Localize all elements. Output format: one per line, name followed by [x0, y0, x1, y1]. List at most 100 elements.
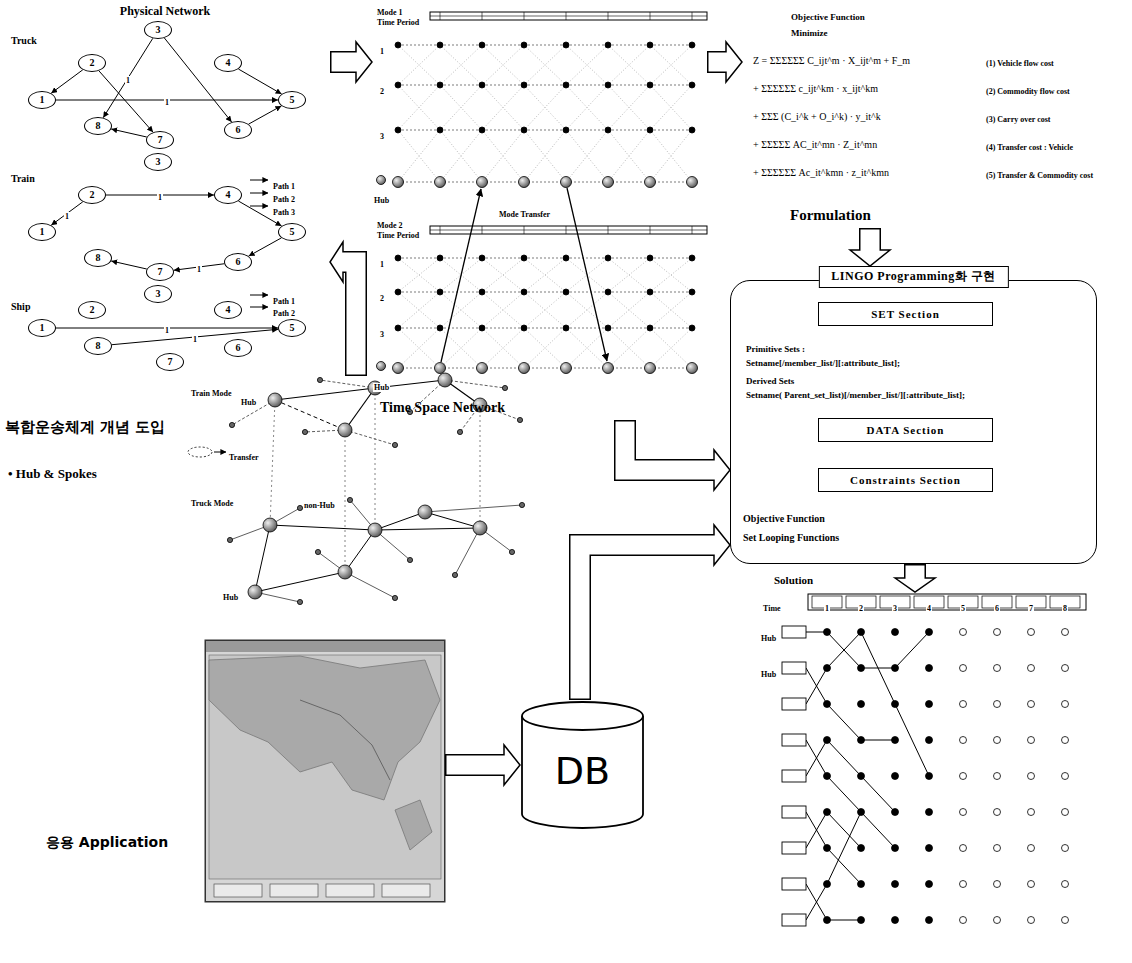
- time-arc: [524, 130, 566, 182]
- network-node: 1: [28, 319, 56, 337]
- time-arc: [524, 182, 566, 183]
- hub-time-node: [477, 363, 488, 374]
- label-holder: (1) Vehicle flow cost: [985, 52, 1055, 70]
- solution-node: [994, 701, 1001, 708]
- connector-group: [330, 42, 372, 82]
- transfer-link: [480, 405, 481, 528]
- solution-node: [1028, 773, 1035, 780]
- network-node: 7: [146, 131, 174, 149]
- hub-node: [368, 523, 382, 537]
- solution-node: [824, 809, 831, 816]
- non-hub-node: [297, 505, 302, 510]
- non-hub-node: [315, 549, 320, 554]
- time-arc: [524, 292, 566, 328]
- solution-node: [926, 629, 933, 636]
- time-node: [479, 289, 485, 295]
- solution-node: [960, 917, 967, 924]
- time-node: [521, 289, 527, 295]
- edge-label-holder: 1: [196, 258, 202, 276]
- solution-node: [824, 737, 831, 744]
- connector-group: [330, 242, 356, 376]
- text-holder: Physical Network: [120, 1, 210, 19]
- non-hub-node: [227, 537, 232, 542]
- time-node: [521, 255, 527, 261]
- network-node: 4: [214, 186, 242, 204]
- edge-label: 1: [64, 212, 70, 221]
- time-arc: [608, 85, 650, 86]
- time-node: [395, 127, 401, 133]
- panel-heading: • Hub & Spokes: [8, 466, 97, 481]
- time-node: [437, 127, 443, 133]
- hub-time-node: [687, 177, 698, 188]
- block-arrow-fill: [625, 422, 717, 471]
- non-hub-node: [407, 557, 412, 562]
- map-land: [209, 656, 440, 800]
- time-arc: [440, 85, 482, 130]
- panel-heading: 복합운송체계 개념 도입: [5, 418, 165, 436]
- text-holder: LINGO Programming화 구현: [818, 266, 1008, 288]
- time-arc: [608, 130, 650, 182]
- solution-node: [858, 665, 865, 672]
- label-holder: Mode Transfer: [498, 203, 551, 221]
- label-holder: Train Mode: [190, 382, 233, 400]
- non-hub-node: [392, 442, 397, 447]
- edge-label-holder: 1: [164, 319, 170, 337]
- label-text: Setname[/member_list/][:attribute_list];: [745, 358, 901, 368]
- node-number: 1: [40, 322, 45, 334]
- label-holder: Train: [10, 168, 36, 186]
- time-arc: [398, 130, 440, 182]
- node-number: 4: [226, 57, 231, 69]
- time-arc: [650, 328, 692, 368]
- solution-node: [1062, 665, 1069, 672]
- time-arc: [650, 45, 692, 46]
- block-arrow-fill: [332, 53, 360, 72]
- time-arc: [650, 85, 692, 130]
- time-arc: [482, 45, 524, 85]
- label-text: Truck Mode: [190, 499, 234, 508]
- period-tick: [692, 226, 693, 234]
- solution-node: [858, 881, 865, 888]
- label-holder: Objective Function: [742, 508, 826, 526]
- label-text: 6: [994, 604, 1000, 613]
- label-text: Path 1: [272, 182, 296, 191]
- label-text: Hub: [373, 383, 390, 392]
- node-number: 6: [236, 342, 241, 354]
- solution-node: [858, 773, 865, 780]
- label-text: 2: [379, 87, 385, 96]
- window-titlebar: [205, 640, 445, 652]
- label-holder: 3: [379, 323, 385, 341]
- label-text: 3: [379, 330, 385, 339]
- time-node: [437, 42, 443, 48]
- label-text: 3: [892, 604, 898, 613]
- time-node: [521, 82, 527, 88]
- hub-time-node: [645, 363, 656, 374]
- row-tag: [782, 662, 806, 674]
- solution-node: [824, 845, 831, 852]
- row-tag: [782, 626, 806, 638]
- hub-node: [248, 585, 262, 599]
- node-number: 8: [96, 120, 101, 132]
- label-text: Truck: [10, 35, 38, 46]
- connector-group: [164, 38, 231, 122]
- solution-node: [1028, 701, 1035, 708]
- time-arc: [398, 85, 440, 130]
- period-tick: [650, 12, 651, 20]
- solution-node: [994, 881, 1001, 888]
- label-text: + ΣΣΣΣΣΣ Ac_it^kmn · z_it^kmn: [752, 167, 890, 178]
- block-arrow-fill: [447, 756, 508, 775]
- label-holder: Setname[/member_list/][:attribute_list];: [745, 352, 901, 370]
- network-node: 7: [146, 263, 174, 281]
- label-holder: 8: [1062, 597, 1068, 615]
- label-text: Path 2: [272, 309, 296, 318]
- label-text: Ship: [10, 301, 31, 312]
- non-hub-node: [452, 572, 457, 577]
- time-arc: [482, 85, 524, 130]
- period-tick: [440, 226, 441, 234]
- network-node: 5: [278, 91, 306, 109]
- block-arrow-fill: [580, 545, 717, 699]
- time-arc: [608, 258, 650, 292]
- solution-node: [994, 917, 1001, 924]
- label-holder: Primitive Sets :: [745, 338, 806, 356]
- solution-node: [892, 737, 899, 744]
